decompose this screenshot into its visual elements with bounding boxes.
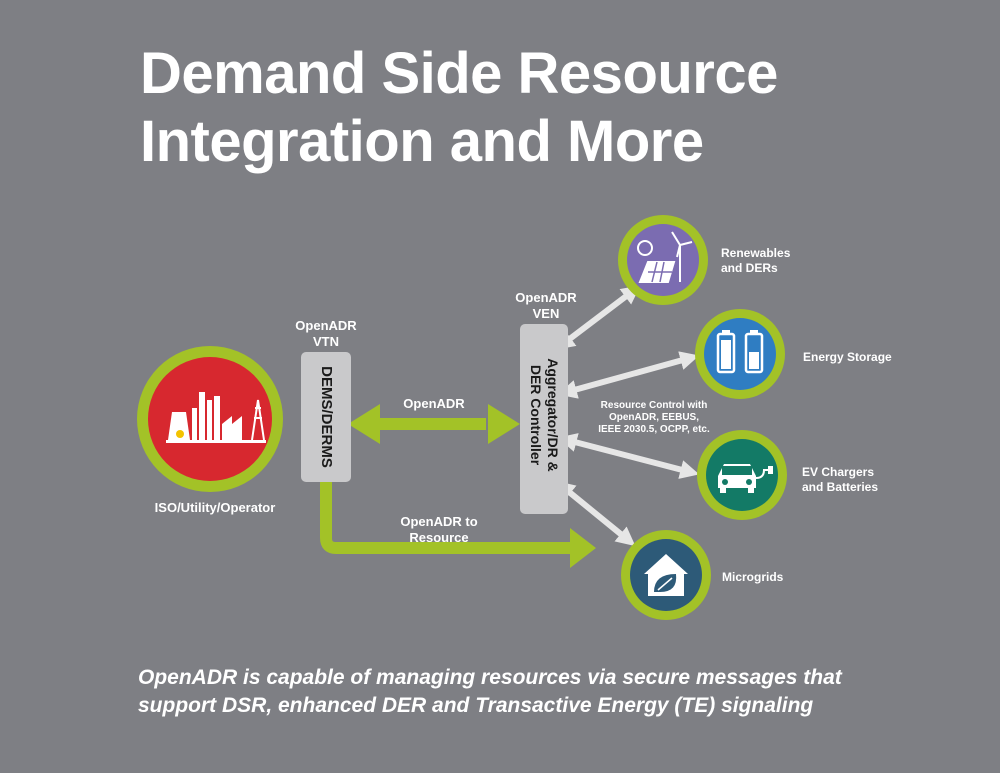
dems-derms-bar bbox=[301, 352, 351, 482]
ven-header-line-2: VEN bbox=[532, 306, 560, 321]
solar-wind-icon bbox=[637, 231, 693, 283]
aggregator-label: Aggregator/DR & DER Controller bbox=[527, 345, 561, 485]
openadr-to-resource-label: OpenADR to Resource bbox=[384, 514, 494, 546]
openadr-edge-label: OpenADR bbox=[403, 396, 465, 411]
arrow-to-microgrids bbox=[555, 480, 636, 547]
resource-control-line-2: OpenADR, EEBUS, bbox=[608, 412, 699, 423]
caption-line-1: OpenADR is capable of managing resources… bbox=[138, 666, 842, 689]
vtn-header: OpenADR VTN bbox=[276, 318, 376, 350]
aggregator-label-line-2: DER Controller bbox=[528, 364, 544, 466]
aggregator-label-line-1: Aggregator/DR & bbox=[545, 358, 561, 472]
openadr-to-resource-arrow bbox=[320, 478, 596, 568]
renewables-label-line-2: and DERs bbox=[721, 261, 778, 275]
title-line-1: Demand Side Resource bbox=[140, 41, 778, 106]
ev-label-line-1: EV Chargers bbox=[802, 465, 875, 479]
renewables-label: Renewables and DERs bbox=[721, 246, 790, 276]
arrow-to-ev bbox=[557, 433, 700, 479]
microgrids-node bbox=[621, 530, 711, 620]
power-plant-icon bbox=[166, 392, 266, 443]
caption-line-2: support DSR, enhanced DER and Transactiv… bbox=[138, 694, 814, 717]
ven-header-line-1: OpenADR bbox=[515, 290, 577, 305]
vtn-header-line-1: OpenADR bbox=[295, 318, 357, 333]
ev-label-line-2: and Batteries bbox=[802, 480, 879, 494]
resource-control-label: Resource Control with OpenADR, EEBUS, IE… bbox=[586, 400, 722, 436]
utility-node bbox=[137, 346, 283, 492]
caption: OpenADR is capable of managing resources… bbox=[138, 664, 898, 720]
utility-label: ISO/Utility/Operator bbox=[154, 500, 276, 515]
ev-charger-icon bbox=[718, 464, 773, 493]
arrow-to-storage bbox=[557, 351, 700, 399]
title-line-2: Integration and More bbox=[140, 109, 704, 174]
house-leaf-icon bbox=[644, 554, 688, 596]
dems-derms-label: DEMS/DERMS bbox=[318, 366, 335, 468]
energy-storage-label: Energy Storage bbox=[803, 350, 892, 364]
ven-header: OpenADR VEN bbox=[496, 290, 596, 322]
aggregator-bar bbox=[520, 324, 568, 514]
resource-control-line-1: Resource Control with bbox=[600, 400, 708, 411]
openadr-arrow bbox=[348, 404, 520, 444]
page-title: Demand Side Resource Integration and Mor… bbox=[140, 40, 778, 176]
ev-label: EV Chargers and Batteries bbox=[802, 465, 878, 495]
battery-icon bbox=[716, 330, 764, 374]
renewables-node bbox=[618, 215, 708, 305]
microgrids-label: Microgrids bbox=[722, 570, 784, 584]
arrow-to-renewables bbox=[555, 285, 641, 350]
ev-node bbox=[697, 430, 787, 520]
to-resource-line-1: OpenADR to bbox=[400, 514, 478, 529]
to-resource-line-2: Resource bbox=[409, 530, 469, 545]
renewables-label-line-1: Renewables bbox=[721, 246, 791, 260]
vtn-header-line-2: VTN bbox=[313, 334, 339, 349]
energy-storage-node bbox=[695, 309, 785, 399]
resource-control-line-3: IEEE 2030.5, OCPP, etc. bbox=[598, 424, 710, 435]
